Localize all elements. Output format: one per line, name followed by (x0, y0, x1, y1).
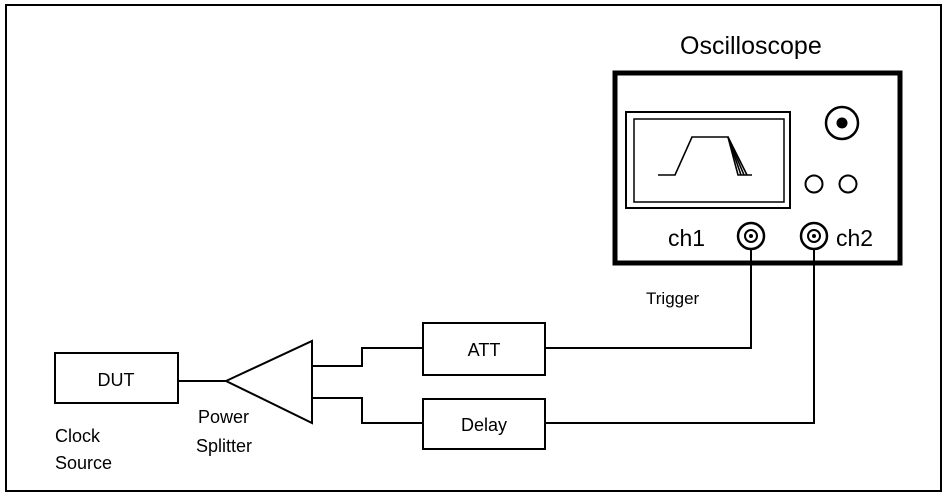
ch1-label: ch1 (668, 225, 705, 251)
oscilloscope-knob[interactable] (824, 105, 860, 141)
oscilloscope-screen-bezel (625, 111, 791, 209)
att-label: ATT (468, 340, 501, 360)
oscilloscope-screen (633, 118, 785, 203)
trigger-cable (545, 249, 752, 349)
ch1-connector[interactable] (736, 221, 766, 251)
splitter-to-delay-cable (312, 397, 423, 424)
att-box (422, 322, 546, 376)
ch2-label: ch2 (836, 225, 873, 251)
dut-box (54, 352, 179, 404)
dut-label: DUT (98, 370, 135, 390)
oscilloscope-button-1[interactable] (804, 174, 824, 194)
power-splitter-label-line1: Power (198, 407, 249, 427)
delay-box (422, 398, 546, 450)
ch2-cable (545, 249, 815, 424)
ch2-connector[interactable] (799, 221, 829, 251)
clock-source-label-line1: Clock (55, 426, 101, 446)
splitter-to-att-cable (312, 347, 423, 367)
power-splitter-label-line2: Splitter (196, 436, 252, 456)
trigger-label: Trigger (646, 289, 700, 308)
oscilloscope-label: Oscilloscope (680, 32, 822, 60)
oscilloscope-button-2[interactable] (838, 174, 858, 194)
power-splitter-symbol (223, 339, 313, 425)
delay-label: Delay (461, 415, 507, 435)
waveform-trace (658, 136, 752, 176)
clock-source-label-line2: Source (55, 453, 112, 473)
